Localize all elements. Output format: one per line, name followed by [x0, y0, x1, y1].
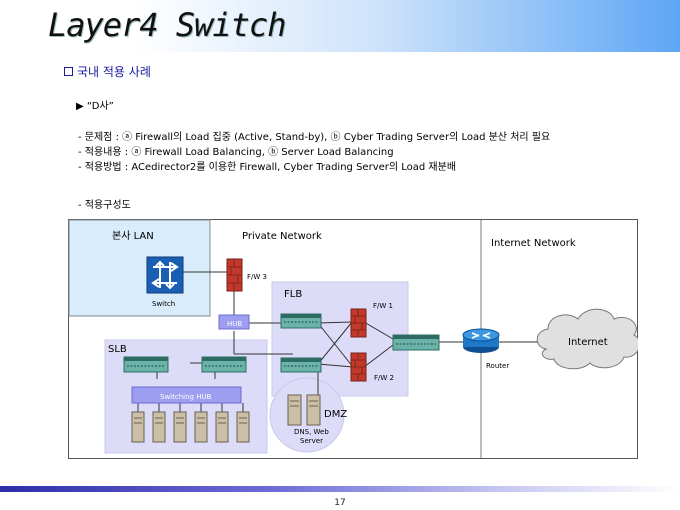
- server-icon: [194, 411, 208, 443]
- private-zone-label: Private Network: [242, 231, 322, 242]
- firewall-1-icon: [350, 308, 367, 338]
- router-label: Router: [486, 362, 509, 370]
- dns-web-label-line1: DNS, Web: [294, 428, 329, 436]
- server-row: [131, 411, 250, 443]
- application-content-line: - 적용내용 : ⓐ Firewall Load Balancing, ⓑ Se…: [78, 147, 394, 158]
- router-icon: [462, 328, 500, 353]
- dmz-label: DMZ: [324, 409, 347, 420]
- link-flb-top-fw2: [317, 322, 354, 368]
- subtitle-text: 국내 적용 사례: [77, 65, 151, 79]
- server-icon: [215, 411, 229, 443]
- page-number: 17: [334, 498, 346, 508]
- lan-zone: [68, 219, 211, 317]
- acedirector-flb-top-icon: [280, 313, 322, 329]
- link-flb-top-fw1: [317, 321, 353, 324]
- server-icon: [236, 411, 250, 443]
- link-fw1-acedirector: [363, 321, 394, 340]
- dmz-server-icons: [287, 394, 321, 426]
- server-icon: [131, 411, 145, 443]
- server-icon: [152, 411, 166, 443]
- dns-web-label-line2: Server: [300, 437, 323, 445]
- internet-label: Internet: [568, 337, 608, 348]
- header-band: [0, 0, 680, 52]
- switching-hub-label: Switching HUB: [160, 393, 212, 401]
- description-lines: - 문제점 : ⓐ Firewall의 Load 집중 (Active, Sta…: [78, 130, 550, 175]
- config-diagram-label: - 적용구성도: [78, 200, 131, 211]
- acedirector-flb-bottom-icon: [280, 357, 322, 373]
- link-fw2-acedirector: [363, 344, 394, 368]
- firewall-3-icon: [226, 258, 243, 292]
- link-flb-bottom-fw2: [317, 363, 354, 368]
- network-diagram: 본사 LAN Private Network Internet Network …: [68, 219, 638, 459]
- flb-region: [271, 281, 409, 397]
- lan-zone-label: 본사 LAN: [112, 230, 154, 242]
- internet-zone-label: Internet Network: [491, 238, 576, 249]
- slb-label: SLB: [108, 344, 127, 355]
- server-icon: [306, 394, 321, 426]
- checkbox-bullet-icon: [64, 67, 73, 76]
- section-subtitle: 국내 적용 사례: [64, 63, 151, 80]
- firewall-2-icon: [350, 352, 367, 382]
- footer-bar: [0, 486, 680, 492]
- internet-cloud-icon: [536, 308, 638, 370]
- fw3-label: F/W 3: [247, 273, 267, 281]
- acedirector-slb-right-icon: [201, 356, 247, 373]
- server-icon: [287, 394, 302, 426]
- switch-icon: [146, 256, 184, 294]
- hub-label: HUB: [227, 320, 242, 328]
- acedirector-internet-side-icon: [392, 334, 440, 351]
- page-title: Layer4 Switch: [48, 6, 286, 44]
- problem-line: - 문제점 : ⓐ Firewall의 Load 집중 (Active, Sta…: [78, 132, 551, 143]
- link-flb-bottom-fw1: [317, 321, 353, 365]
- switch-label: Switch: [152, 300, 175, 308]
- case-label: ▶ “D사”: [76, 101, 114, 112]
- application-method-line: - 적용방법 : ACedirector2를 이용한 Firewall, Cyb…: [78, 162, 457, 173]
- fw1-label: F/W 1: [373, 302, 393, 310]
- acedirector-slb-left-icon: [123, 356, 169, 373]
- hub-box: [218, 314, 250, 330]
- switching-hub-box: [131, 386, 242, 404]
- server-icon: [173, 411, 187, 443]
- flb-label: FLB: [284, 289, 302, 300]
- fw2-label: F/W 2: [374, 374, 394, 382]
